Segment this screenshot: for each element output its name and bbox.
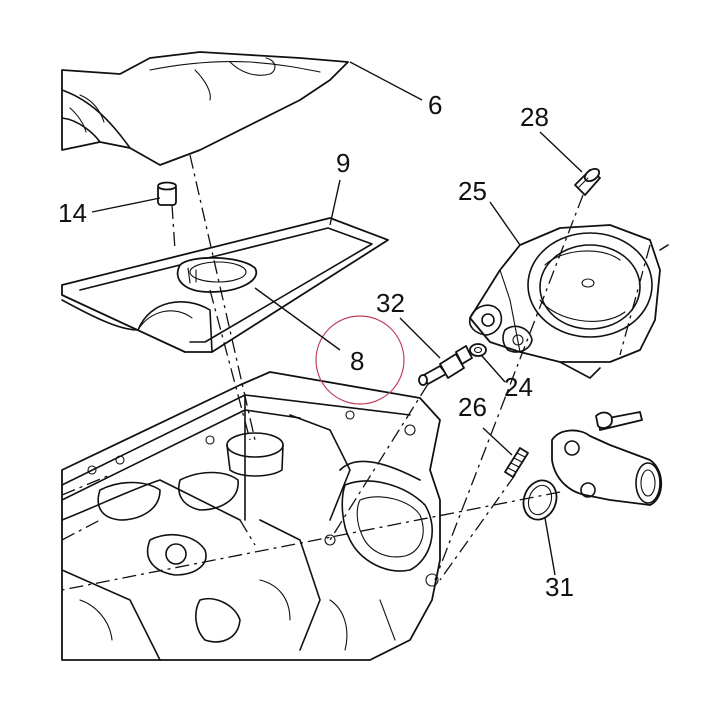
callout-32: 32 <box>376 288 405 318</box>
callout-25: 25 <box>458 176 487 206</box>
part-cylinder-head <box>61 371 441 661</box>
callout-labels: 6 9 14 28 25 32 8 24 26 31 <box>58 90 574 602</box>
part-clip-31 <box>522 479 558 521</box>
part-stud-26 <box>504 447 529 478</box>
callout-9: 9 <box>336 148 350 178</box>
callout-6: 6 <box>428 90 442 120</box>
part-housing-25 <box>468 224 669 379</box>
callout-31: 31 <box>545 572 574 602</box>
part-washer-24 <box>469 343 487 357</box>
callout-28: 28 <box>520 102 549 132</box>
part-seal-8 <box>176 256 258 293</box>
callout-8: 8 <box>350 346 364 376</box>
leader-lines <box>91 61 583 576</box>
callout-24: 24 <box>504 372 533 402</box>
highlight-circle <box>315 315 405 405</box>
callout-14: 14 <box>58 198 87 228</box>
part-cover-6 <box>61 51 349 166</box>
part-sensor-32 <box>418 345 473 386</box>
assembly-lines <box>61 154 651 591</box>
part-screw-28 <box>574 167 601 196</box>
part-dowel-14 <box>157 181 177 206</box>
callout-26: 26 <box>458 392 487 422</box>
part-water-outlet <box>551 411 663 506</box>
